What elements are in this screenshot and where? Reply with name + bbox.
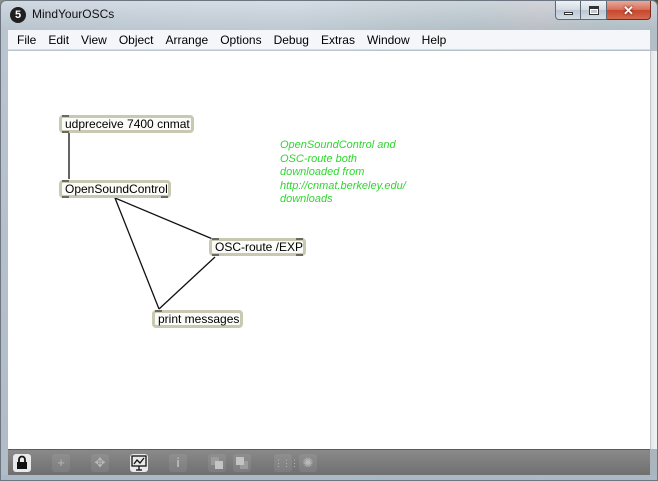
osc-route-object[interactable]: OSC-route /EXP: [209, 238, 306, 256]
add-object-icon[interactable]: +: [52, 454, 70, 472]
object-label: OpenSoundControl: [65, 182, 168, 196]
inlet[interactable]: [155, 310, 162, 312]
menu-options[interactable]: Options: [220, 32, 262, 47]
comment-line: downloads: [280, 193, 333, 205]
patch-cords: [68, 133, 216, 310]
comment-line: http://cnmat.berkeley.edu/: [280, 179, 406, 192]
object-label: OSC-route /EXP: [215, 240, 304, 254]
outlet-right[interactable]: [296, 254, 303, 256]
vertical-scrollbar[interactable]: [650, 51, 657, 449]
send-back-glyph: [236, 457, 248, 469]
outlet[interactable]: [62, 196, 69, 198]
opensoundcontrol-object[interactable]: OpenSoundControl: [59, 180, 171, 198]
inlet-right[interactable]: [296, 238, 303, 240]
patch-comment[interactable]: OpenSoundControl and OSC-route both down…: [280, 139, 430, 207]
max-app-icon[interactable]: 5: [10, 7, 26, 23]
cord-osc-to-route[interactable]: [114, 197, 216, 241]
object-label: udpreceive 7400 cnmat: [65, 117, 190, 131]
lock-glyph: [17, 455, 27, 469]
print-object[interactable]: print messages: [152, 310, 243, 328]
window-bottom-frame: [1, 475, 657, 480]
menu-arrange[interactable]: Arrange: [165, 32, 209, 47]
patch-cords-icon[interactable]: [130, 454, 148, 472]
outlet[interactable]: [62, 131, 69, 133]
info-icon[interactable]: i: [169, 454, 187, 472]
comment-line: downloaded from: [280, 166, 365, 178]
menu-edit[interactable]: Edit: [48, 32, 70, 47]
minimize-button[interactable]: [555, 1, 581, 20]
window-title: MindYourOSCs: [32, 7, 115, 21]
close-button[interactable]: ✕: [607, 1, 651, 20]
menu-view[interactable]: View: [81, 32, 107, 47]
back-icon[interactable]: [233, 454, 251, 472]
minimize-icon: [563, 11, 573, 15]
udpreceive-object[interactable]: udpreceive 7400 cnmat: [59, 115, 194, 133]
maximize-button[interactable]: [581, 1, 607, 20]
patcher-toolbar: + ✥ i ⋮⋮⋮ ✺: [8, 449, 650, 475]
move-icon[interactable]: ✥: [91, 454, 109, 472]
cord-osc-to-print[interactable]: [114, 197, 160, 310]
menu-extras[interactable]: Extras: [320, 32, 355, 47]
inlet[interactable]: [212, 238, 219, 240]
bring-front-glyph: [211, 457, 223, 469]
inlet[interactable]: [62, 180, 69, 182]
front-icon[interactable]: [208, 454, 226, 472]
lock-icon[interactable]: [13, 454, 31, 472]
patcher-canvas[interactable]: udpreceive 7400 cnmat OpenSoundControl O…: [8, 51, 650, 449]
menu-bar: File Edit View Object Arrange Options De…: [8, 30, 650, 50]
menu-object[interactable]: Object: [118, 32, 154, 47]
menu-window[interactable]: Window: [366, 32, 410, 47]
cord-route-to-print[interactable]: [158, 256, 216, 310]
inlet[interactable]: [62, 115, 69, 117]
snap-icon[interactable]: ✺: [299, 454, 317, 472]
maximize-icon: [588, 5, 599, 15]
outlet-right[interactable]: [161, 196, 168, 198]
title-bar[interactable]: 5 MindYourOSCs ✕: [1, 1, 657, 29]
outlet[interactable]: [212, 254, 219, 256]
patch-cords-glyph: [131, 455, 147, 471]
comment-line: OpenSoundControl and: [280, 139, 396, 151]
menu-debug[interactable]: Debug: [273, 32, 309, 47]
menu-file[interactable]: File: [17, 32, 37, 47]
close-icon: ✕: [623, 2, 634, 18]
grid-icon[interactable]: ⋮⋮⋮: [274, 454, 299, 472]
object-label: print messages: [158, 312, 240, 326]
menu-help[interactable]: Help: [421, 32, 447, 47]
window-controls: ✕: [555, 1, 651, 21]
comment-line: OSC-route both: [280, 152, 358, 165]
